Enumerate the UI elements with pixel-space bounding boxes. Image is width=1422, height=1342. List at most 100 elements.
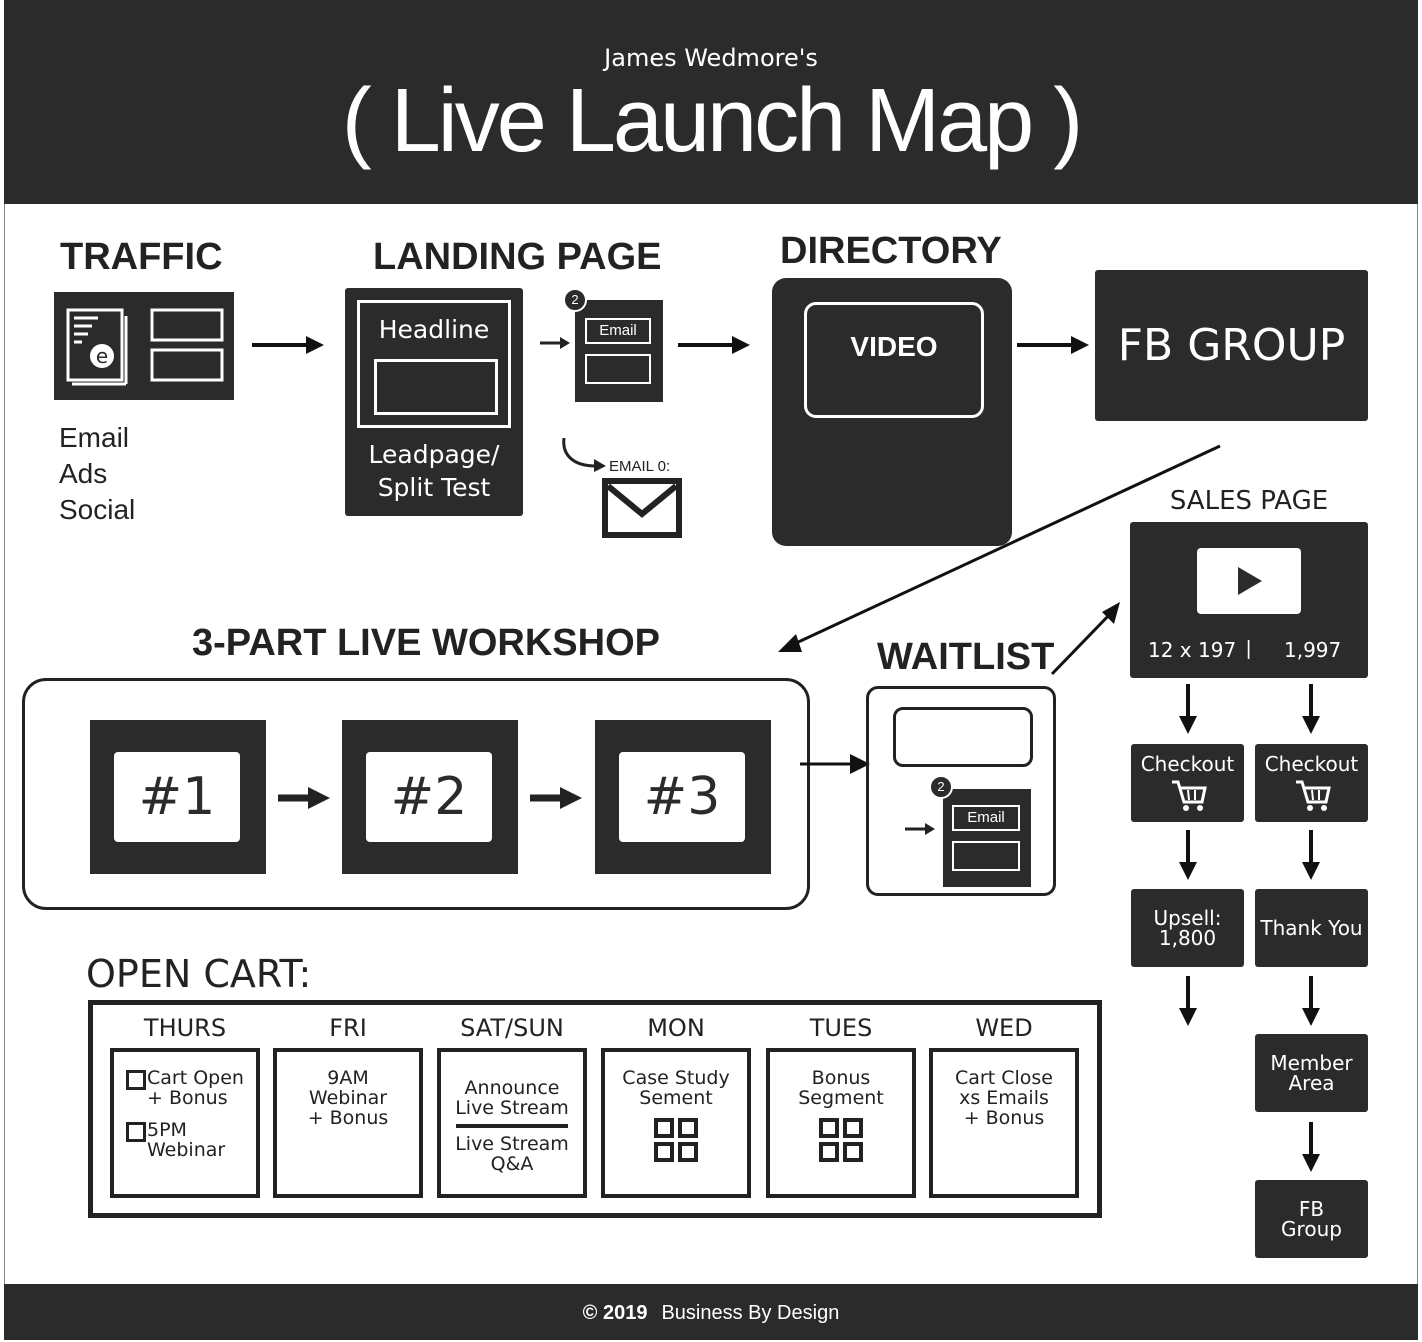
- footer: © 2019 Business By Design: [4, 1284, 1418, 1340]
- open-cart-title: OPEN CART:: [86, 952, 312, 996]
- header-banner: [4, 0, 1418, 204]
- content-frame: [4, 204, 1418, 1284]
- member-area-box: Member Area: [1255, 1034, 1368, 1112]
- optin-form: Email: [575, 300, 663, 402]
- waitlist-title: WAITLIST: [877, 636, 1055, 678]
- traffic-source-email: Email: [59, 422, 130, 453]
- email-zero-label: EMAIL 0:: [609, 458, 671, 475]
- waitlist-page-block: [893, 707, 1033, 767]
- optin-email-field: Email: [585, 318, 651, 344]
- arrow-down-icon: [1302, 684, 1320, 734]
- workshop-part-2: #2: [342, 720, 518, 874]
- curved-arrow-icon: [562, 437, 606, 472]
- checkout-right-label: Checkout: [1264, 752, 1359, 776]
- upsell-box: Upsell: 1,800: [1131, 889, 1244, 967]
- arrow-down-icon: [1302, 1122, 1320, 1172]
- arrow-traffic-to-landing: [252, 336, 324, 354]
- grid-icon: [654, 1118, 698, 1162]
- sales-video-player: [1197, 548, 1301, 614]
- workshop-part-2-label: #2: [366, 752, 492, 842]
- shopping-cart-icon: [1295, 780, 1331, 811]
- header-subtitle: James Wedmore's: [604, 44, 818, 72]
- arrow-waitlist-to-sales-page: [1050, 602, 1120, 676]
- traffic-title: TRAFFIC: [60, 236, 223, 278]
- waitlist-submit-field: [952, 841, 1020, 871]
- workshop-title: 3-PART LIVE WORKSHOP: [192, 622, 660, 664]
- day-sat-sun: SAT/SUN: [460, 1014, 564, 1042]
- wed-box: Cart Close xs Emails + Bonus: [929, 1048, 1079, 1198]
- workshop-part-1-label: #1: [114, 752, 240, 842]
- day-thurs: THURS: [143, 1014, 227, 1042]
- traffic-graphic: e: [54, 292, 234, 400]
- landing-page-headline: Headline: [378, 315, 490, 344]
- header-title: ( Live Launch Map ): [341, 71, 1083, 171]
- newsletter-icon: e: [66, 308, 224, 386]
- landing-page-title: LANDING PAGE: [373, 236, 662, 278]
- landing-page-caption: Leadpage/ Split Test: [368, 440, 500, 502]
- sales-page-box: 12 x 197 | 1,997: [1130, 522, 1368, 678]
- fb-group-small-box: FB Group: [1255, 1180, 1368, 1258]
- envelope-icon: [602, 478, 682, 538]
- mon-box: Case Study Sement: [601, 1048, 751, 1198]
- traffic-source-ads: Ads: [59, 458, 108, 489]
- checkout-left-label: Checkout: [1140, 752, 1235, 776]
- open-cart-calendar: [88, 1000, 1102, 1218]
- arrow-workshop-to-waitlist: [800, 754, 870, 774]
- optin-submit-field: [585, 354, 651, 384]
- thank-you-box: Thank You: [1255, 889, 1368, 967]
- sales-page-title: SALES PAGE: [1169, 486, 1329, 516]
- day-wed: WED: [975, 1014, 1033, 1042]
- workshop-part-3-label: #3: [619, 752, 745, 842]
- arrow-down-icon: [1179, 830, 1197, 880]
- arrow-part2-to-part3: [530, 787, 582, 809]
- landing-page-wireframe: Headline: [357, 300, 511, 428]
- landing-page-field: [374, 359, 498, 415]
- footer-company: Business By Design: [661, 1302, 840, 1324]
- arrow-right-icon: [905, 823, 935, 835]
- checkout-left: Checkout: [1131, 744, 1244, 822]
- grid-icon: [819, 1118, 863, 1162]
- sales-price-plan: 12 x 197: [1148, 638, 1237, 662]
- waitlist-box: Email 2: [866, 686, 1056, 896]
- workshop-part-1: #1: [90, 720, 266, 874]
- arrow-down-icon: [1302, 976, 1320, 1026]
- divider: [456, 1124, 568, 1128]
- traffic-sources: Email Ads Social: [59, 420, 135, 528]
- day-fri: FRI: [329, 1014, 367, 1042]
- arrow-part1-to-part2: [278, 787, 330, 809]
- arrow-down-icon: [1302, 830, 1320, 880]
- waitlist-form: Email: [943, 789, 1031, 887]
- sat-sun-box: Announce Live Stream Live Stream Q&A: [437, 1048, 587, 1198]
- fb-group-box: FB GROUP: [1095, 270, 1368, 421]
- arrow-down-icon: [1179, 684, 1197, 734]
- directory-graphic: VIDEO: [772, 278, 1012, 546]
- day-tues: TUES: [809, 1014, 873, 1042]
- waitlist-step-badge: 2: [929, 775, 953, 799]
- arrow-fb-group-to-workshop: [778, 444, 1221, 652]
- arrow-down-icon: [1179, 976, 1197, 1026]
- sales-price-separator: |: [1246, 638, 1252, 660]
- play-icon: [1238, 567, 1262, 595]
- shopping-cart-icon: [1171, 780, 1207, 811]
- waitlist-email-field: Email: [952, 805, 1020, 831]
- landing-page-graphic: Headline Leadpage/ Split Test: [345, 288, 523, 516]
- workshop-container: [22, 678, 810, 910]
- directory-title: DIRECTORY: [780, 230, 1002, 272]
- directory-video: VIDEO: [804, 302, 984, 418]
- arrow-right-icon: [540, 337, 570, 349]
- optin-step-badge: 2: [563, 288, 587, 312]
- arrow-landing-to-directory: [678, 336, 750, 354]
- day-mon: MON: [647, 1014, 705, 1042]
- workshop-part-3: #3: [595, 720, 771, 874]
- sales-price-full: 1,997: [1284, 638, 1342, 662]
- tues-box: Bonus Segment: [766, 1048, 916, 1198]
- arrow-directory-to-fb-group: [1017, 336, 1089, 354]
- checkbox-icon: [126, 1070, 146, 1090]
- checkout-right: Checkout: [1255, 744, 1368, 822]
- traffic-source-social: Social: [59, 494, 136, 525]
- footer-copyright: © 2019: [582, 1302, 648, 1324]
- checkbox-icon: [126, 1122, 146, 1142]
- fri-box: 9AM Webinar + Bonus: [273, 1048, 423, 1198]
- thurs-box: Cart Open + Bonus 5PM Webinar: [110, 1048, 260, 1198]
- svg-text:e: e: [96, 344, 108, 368]
